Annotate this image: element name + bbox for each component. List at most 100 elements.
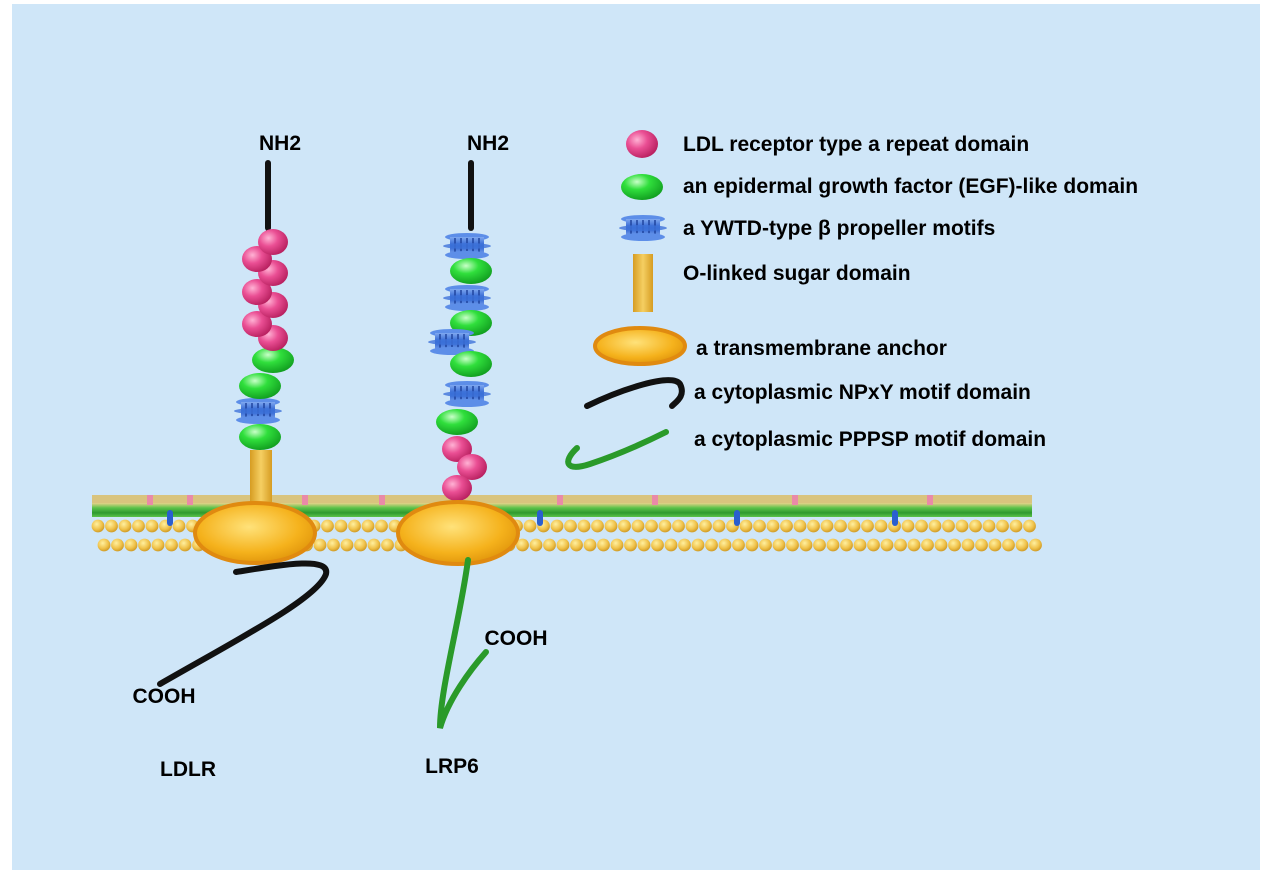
lipid-head [178, 538, 192, 552]
lrp6-egf-domain [450, 351, 492, 377]
lipid-head [631, 519, 645, 533]
membrane-glycan-mark [302, 495, 308, 505]
lipid-head [327, 538, 340, 552]
lrp6-receptor [396, 160, 520, 729]
lipid-head [313, 538, 327, 552]
lipid-head [543, 538, 556, 552]
lipid-head [132, 519, 145, 533]
lipid-head [712, 519, 726, 533]
lipid-head [645, 519, 658, 533]
lipid-head [699, 519, 712, 533]
lipid-head [367, 538, 381, 552]
lrp6-name-label: LRP6 [425, 755, 479, 778]
lipid-head [705, 538, 718, 552]
lipid-head [901, 519, 915, 533]
ldlr-name-label: LDLR [160, 758, 216, 781]
ldlr-olinked-sugar-domain [250, 450, 272, 502]
lrp6-ywtd-propeller [442, 380, 492, 408]
lrp6-transmembrane-anchor [396, 500, 520, 566]
membrane-glycan-mark [187, 495, 193, 505]
lrp6-pppsp-tail [437, 557, 489, 729]
lipid-head [658, 519, 672, 533]
lipid-head [753, 519, 766, 533]
ldlr-transmembrane-anchor [193, 501, 317, 565]
lipid-head [624, 538, 637, 552]
legend-label: an epidermal growth factor (EGF)-like do… [683, 175, 1138, 198]
pink-sphere-icon [626, 130, 658, 158]
lipid-head [118, 519, 132, 533]
lipid-head [975, 538, 988, 552]
lipid-head [564, 519, 577, 533]
legend-item-npxy: a cytoplasmic NPxY motif domain [584, 377, 1031, 409]
lipid-head [529, 538, 543, 552]
lipid-head [138, 538, 151, 552]
lipid-head [691, 538, 705, 552]
lipid-head [111, 538, 124, 552]
lrp6-egf-domain [436, 409, 478, 435]
lipid-head [610, 538, 624, 552]
legend: LDL receptor type a repeat domain an epi… [565, 130, 1138, 470]
legend-item-olinked: O-linked sugar domain [633, 254, 911, 312]
lipid-head [853, 538, 867, 552]
green-ellipsoid-icon [621, 174, 663, 200]
legend-item-tm: a transmembrane anchor [593, 326, 947, 366]
lipid-head [556, 538, 570, 552]
lipid-head [874, 519, 888, 533]
lipid-head [942, 519, 955, 533]
ldlr-nh2-label: NH2 [259, 132, 301, 155]
lipid-head [516, 538, 529, 552]
lipid-head [759, 538, 772, 552]
lipid-head [354, 538, 367, 552]
lipid-head [915, 519, 928, 533]
lipid-head [637, 538, 651, 552]
lipid-head [523, 519, 537, 533]
lipid-head [732, 538, 745, 552]
lipid-head [151, 538, 165, 552]
lipid-head [826, 538, 840, 552]
lipid-head [165, 538, 178, 552]
lipid-head [678, 538, 691, 552]
lipid-head [1029, 538, 1042, 552]
ldlr-ywtd-propeller [233, 397, 283, 425]
gold-bar-icon [633, 254, 653, 312]
legend-item-ywtd: a YWTD-type β propeller motifs [618, 214, 995, 242]
legend-label: a cytoplasmic NPxY motif domain [694, 381, 1031, 404]
lrp6-nh2-label: NH2 [467, 132, 509, 155]
lipid-head [880, 538, 894, 552]
ldlr-egf-domain [239, 424, 281, 450]
lipid-head [91, 519, 105, 533]
lipid-head [861, 519, 874, 533]
lipid-head [766, 519, 780, 533]
lipid-head [934, 538, 948, 552]
lipid-head [591, 519, 604, 533]
lipid-head [321, 519, 334, 533]
legend-item-ldl-repeat: LDL receptor type a repeat domain [626, 130, 1029, 158]
lipid-head [604, 519, 618, 533]
lipid-head [1002, 538, 1015, 552]
lipid-head [780, 519, 793, 533]
lipid-head [969, 519, 982, 533]
membrane-glycan-mark [652, 495, 658, 505]
lipid-head [982, 519, 996, 533]
legend-item-egf: an epidermal growth factor (EGF)-like do… [621, 174, 1138, 200]
lipid-head [988, 538, 1002, 552]
membrane-glycan-mark [379, 495, 385, 505]
lipid-head [597, 538, 610, 552]
lrp6-ldl-repeat [442, 475, 472, 501]
lipid-head [745, 538, 759, 552]
lipid-head [651, 538, 664, 552]
ldlr-cooh-label: COOH [133, 685, 196, 708]
membrane-glycan-mark [927, 495, 933, 505]
lipid-head [840, 538, 853, 552]
lrp6-ywtd-propeller [442, 232, 492, 260]
lrp6-ywtd-propeller [442, 284, 492, 312]
blue-propeller-icon [618, 214, 668, 242]
lipid-head [907, 538, 921, 552]
lipid-head [334, 519, 348, 533]
lipid-head [381, 538, 394, 552]
lipid-head [807, 519, 820, 533]
lipid-head [340, 538, 354, 552]
lipid-head [772, 538, 786, 552]
legend-label: LDL receptor type a repeat domain [683, 133, 1029, 156]
